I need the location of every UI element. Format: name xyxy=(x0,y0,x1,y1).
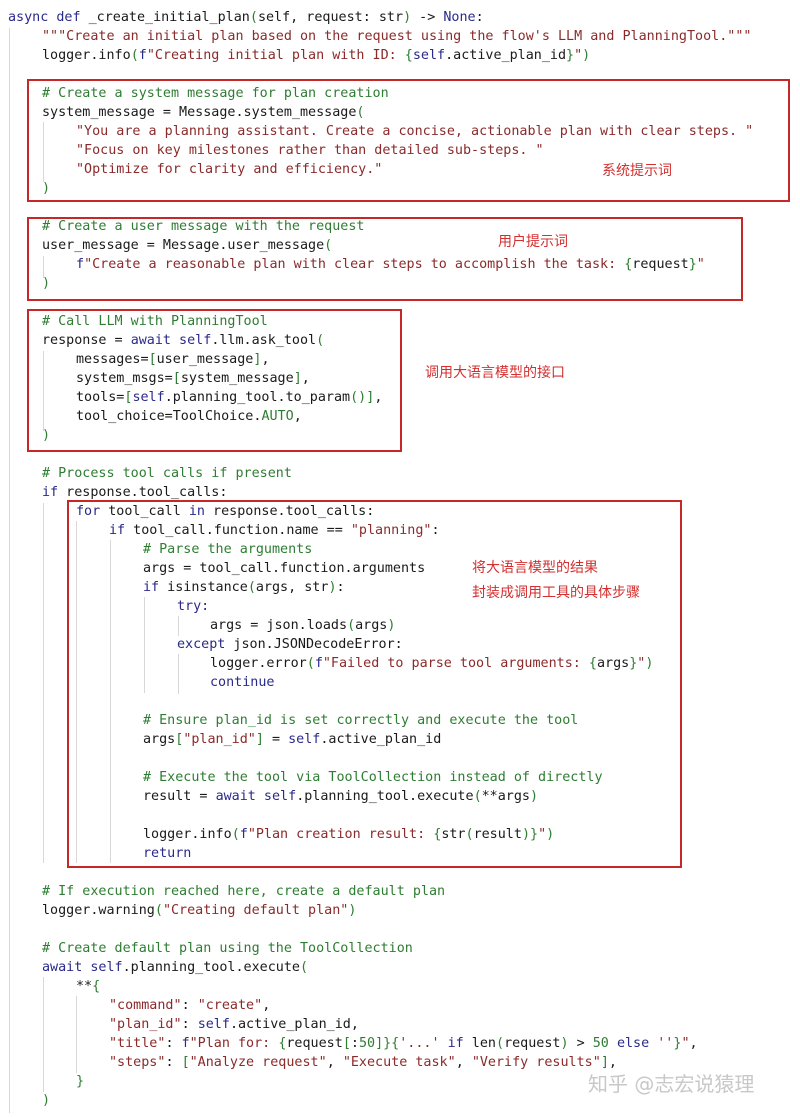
code-line: } xyxy=(76,1074,85,1089)
llm-call-highlight-box xyxy=(27,309,402,452)
user-prompt-highlight-box xyxy=(27,217,743,301)
indent-guide xyxy=(43,122,44,182)
code-line: ) xyxy=(42,276,51,291)
tool-steps-annotation-line1: 将大语言模型的结果 xyxy=(472,560,598,576)
code-line: f"Create a reasonable plan with clear st… xyxy=(76,257,705,272)
indent-guide xyxy=(9,28,10,1113)
code-line-docstring: """Create an initial plan based on the r… xyxy=(42,29,752,44)
tool-steps-annotation-line2: 封装成调用工具的具体步骤 xyxy=(472,585,640,601)
code-line: logger.info(f"Creating initial plan with… xyxy=(42,48,591,63)
code-line: try: xyxy=(177,599,210,614)
code-comment: # If execution reached here, create a de… xyxy=(42,884,446,899)
code-line: "title": f"Plan for: {request[:50]}{'...… xyxy=(109,1036,698,1051)
code-line: for tool_call in response.tool_calls: xyxy=(76,504,375,519)
llm-interface-annotation: 调用大语言模型的接口 xyxy=(425,365,565,381)
indent-guide xyxy=(144,597,145,693)
indent-guide xyxy=(178,616,179,636)
indent-guide xyxy=(178,654,179,694)
code-line: await self.planning_tool.execute( xyxy=(42,960,309,975)
user-prompt-annotation: 用户提示词 xyxy=(498,234,568,250)
code-line: except json.JSONDecodeError: xyxy=(177,637,403,652)
watermark: 知乎 @志宏说猿理 xyxy=(588,1072,755,1096)
code-comment: # Ensure plan_id is set correctly and ex… xyxy=(143,713,579,728)
code-line: args["plan_id"] = self.active_plan_id xyxy=(143,732,442,747)
code-line: return xyxy=(143,846,192,861)
code-line: logger.info(f"Plan creation result: {str… xyxy=(143,827,555,842)
code-line: ) xyxy=(42,1093,51,1108)
code-line: tool_choice=ToolChoice.AUTO, xyxy=(76,409,302,424)
code-comment: # Process tool calls if present xyxy=(42,466,292,481)
code-line: "Optimize for clarity and efficiency." xyxy=(76,162,383,177)
code-line: "steps": ["Analyze request", "Execute ta… xyxy=(109,1055,617,1070)
code-line: "You are a planning assistant. Create a … xyxy=(76,124,754,139)
code-comment: # Create default plan using the ToolColl… xyxy=(42,941,413,956)
code-line: ) xyxy=(42,181,51,196)
code-line: ) xyxy=(42,428,51,443)
code-comment: # Create a system message for plan creat… xyxy=(42,86,389,101)
tool-steps-highlight-box xyxy=(67,500,682,868)
code-line: system_msgs=[system_message], xyxy=(76,371,310,386)
code-line: logger.warning("Creating default plan") xyxy=(42,903,357,918)
code-line: continue xyxy=(210,675,275,690)
code-comment: # Parse the arguments xyxy=(143,542,313,557)
indent-guide xyxy=(43,977,44,1092)
code-line: system_message = Message.system_message( xyxy=(42,105,365,120)
indent-guide xyxy=(43,351,44,431)
code-line: response = await self.llm.ask_tool( xyxy=(42,333,325,348)
code-line: if isinstance(args, str): xyxy=(143,580,345,595)
code-line: args = json.loads(args) xyxy=(210,618,396,633)
code-line: **{ xyxy=(76,979,101,994)
code-line: user_message = Message.user_message( xyxy=(42,238,333,253)
code-comment: # Create a user message with the request xyxy=(42,219,365,234)
code-line: if response.tool_calls: xyxy=(42,485,228,500)
code-line: "Focus on key milestones rather than det… xyxy=(76,143,544,158)
code-line-function-def: async def _create_initial_plan(self, req… xyxy=(8,10,484,25)
indent-guide xyxy=(110,540,111,863)
code-line: tools=[self.planning_tool.to_param()], xyxy=(76,390,383,405)
system-prompt-annotation: 系统提示词 xyxy=(602,163,672,179)
code-line: if tool_call.function.name == "planning"… xyxy=(109,523,440,538)
code-line: logger.error(f"Failed to parse tool argu… xyxy=(210,656,654,671)
code-line: messages=[user_message], xyxy=(76,352,270,367)
code-comment: # Call LLM with PlanningTool xyxy=(42,314,268,329)
indent-guide xyxy=(43,503,44,863)
code-line: "plan_id": self.active_plan_id, xyxy=(109,1017,359,1032)
indent-guide xyxy=(76,996,77,1073)
indent-guide xyxy=(76,521,77,863)
code-line: args = tool_call.function.arguments xyxy=(143,561,426,576)
system-prompt-highlight-box xyxy=(27,79,790,202)
indent-guide xyxy=(43,256,44,278)
code-line: result = await self.planning_tool.execut… xyxy=(143,789,539,804)
code-comment: # Execute the tool via ToolCollection in… xyxy=(143,770,603,785)
code-line: "command": "create", xyxy=(109,998,271,1013)
